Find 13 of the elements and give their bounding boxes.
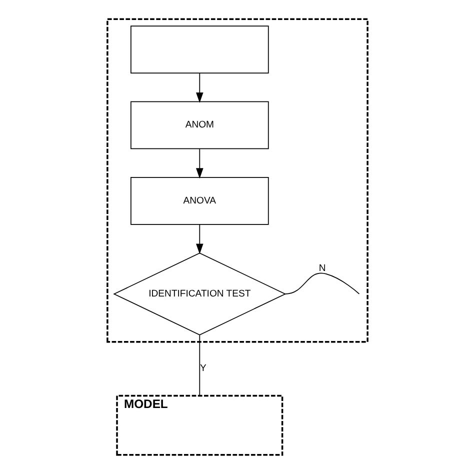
node-box: MODEL	[116, 394, 283, 456]
connector	[284, 272, 360, 294]
node-box: ANOM	[130, 101, 268, 150]
edge-label: Y	[199, 363, 206, 374]
arrow	[196, 148, 203, 179]
node-diamond: IDENTIFICATION TEST	[112, 252, 286, 336]
node-box: ANOVA	[130, 176, 268, 225]
connector	[198, 334, 200, 396]
arrow	[196, 224, 203, 254]
node-box	[130, 26, 268, 74]
cluster	[106, 18, 368, 343]
edge-label: N	[318, 263, 326, 274]
arrow	[196, 72, 203, 103]
